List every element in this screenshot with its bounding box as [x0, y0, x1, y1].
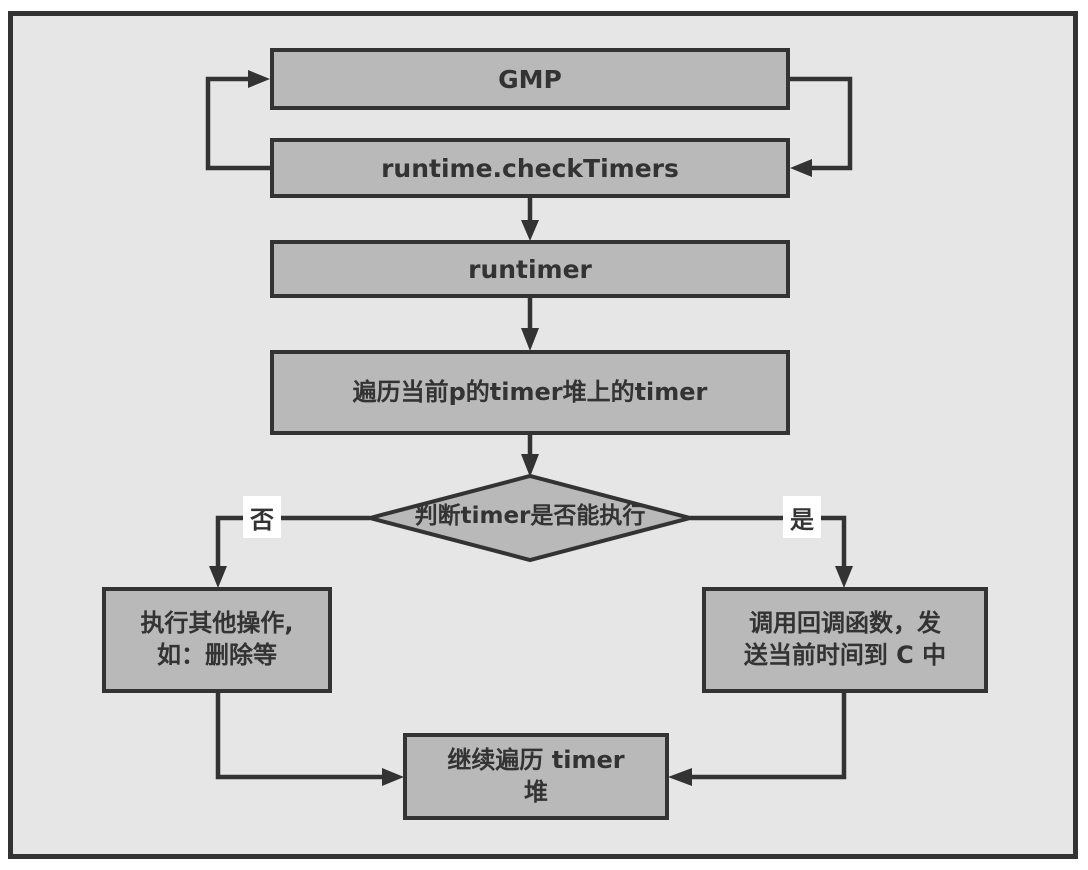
edge-callback-to-continue — [690, 693, 847, 780]
edge-checktimers-to-gmp — [205, 76, 270, 171]
node-decision-label: 判断timer是否能执行 — [414, 503, 646, 529]
edge-otherops-to-continue — [215, 693, 384, 780]
arrowhead-into-callback — [835, 566, 853, 588]
arrowhead-into-iterate — [521, 328, 539, 351]
arrowhead-into-continue-left — [382, 768, 404, 786]
arrowhead-into-other-ops — [209, 566, 227, 588]
node-continue-iterate: 继续遍历 timer 堆 — [403, 733, 669, 820]
arrowhead-into-continue-right — [668, 768, 692, 786]
edge-decision-no — [215, 515, 370, 568]
node-runtimer: runtimer — [270, 240, 790, 298]
node-other-operations: 执行其他操作, 如：删除等 — [102, 587, 332, 693]
branch-label-yes: 是 — [783, 496, 821, 538]
arrowhead-into-gmp — [248, 70, 270, 88]
edge-decision-yes — [690, 515, 847, 568]
arrowhead-into-checktimers — [790, 159, 812, 177]
node-iterate-timer-heap: 遍历当前p的timer堆上的timer — [270, 350, 790, 435]
edge-gmp-to-checktimers — [790, 76, 853, 171]
node-runtime-checktimers: runtime.checkTimers — [270, 138, 790, 198]
node-gmp: GMP — [270, 48, 790, 110]
branch-label-no: 否 — [243, 496, 281, 538]
node-call-callback: 调用回调函数，发 送当前时间到 C 中 — [702, 587, 988, 693]
arrowhead-into-decision — [521, 454, 539, 477]
arrowhead-into-runtimer — [521, 220, 539, 241]
